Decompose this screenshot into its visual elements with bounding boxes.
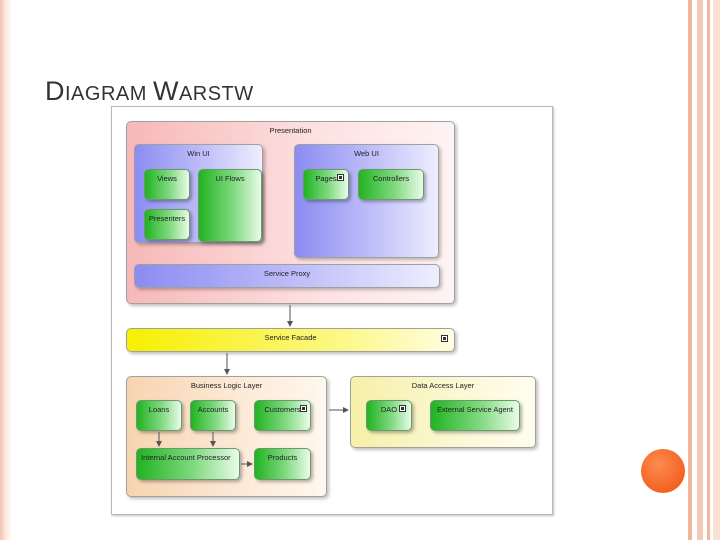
pages-component: Pages: [303, 169, 349, 200]
shortcut-icon: [441, 335, 448, 342]
loans-component: Loans: [136, 400, 182, 431]
shortcut-icon: [337, 174, 344, 181]
slide-right-stripe: [713, 0, 720, 540]
dao-component: DAO: [366, 400, 412, 431]
accounts-label: Accounts: [197, 405, 229, 414]
service-proxy-label: Service Proxy: [263, 269, 311, 278]
service-facade: Service Facade: [126, 328, 455, 352]
data-access-layer-label: Data Access Layer: [411, 381, 475, 390]
slide-left-border: [0, 0, 12, 540]
ui-flows-component: UI Flows: [198, 169, 262, 242]
presentation-label: Presentation: [269, 126, 312, 135]
title-text: IAGRAM: [65, 83, 153, 105]
controllers-component: Controllers: [358, 169, 424, 200]
pages-label: Pages: [315, 174, 337, 183]
internal-account-processor-label: Internal Account Processor: [141, 453, 231, 462]
decorative-circle: [641, 449, 685, 493]
products-label: Products: [267, 453, 298, 462]
controllers-label: Controllers: [372, 174, 410, 183]
title-text: W: [152, 76, 179, 106]
business-logic-layer-label: Business Logic Layer: [190, 381, 263, 390]
slide-right-stripe: [707, 0, 710, 540]
loans-label: Loans: [148, 405, 170, 414]
ui-flows-label: UI Flows: [215, 174, 245, 183]
views-component: Views: [144, 169, 190, 200]
dao-label: DAO: [380, 405, 398, 414]
service-facade-label: Service Facade: [264, 333, 317, 342]
shortcut-icon: [300, 405, 307, 412]
internal-account-processor-component: Internal Account Processor: [136, 448, 240, 480]
slide-right-stripe: [697, 0, 703, 540]
slide-title: DIAGRAM WARSTW: [45, 76, 254, 107]
title-text: D: [45, 76, 65, 106]
presenters-component: Presenters: [144, 209, 190, 240]
title-text: ARSTW: [178, 83, 254, 105]
web-ui-label: Web UI: [354, 149, 379, 158]
service-proxy: Service Proxy: [134, 264, 440, 288]
external-service-agent-label: External Service Agent: [437, 405, 513, 414]
customers-label: Customers: [264, 405, 301, 414]
shortcut-icon: [399, 405, 406, 412]
slide-right-stripe: [688, 0, 692, 540]
web-ui-group: Web UI: [294, 144, 439, 258]
external-service-agent-component: External Service Agent: [430, 400, 520, 431]
products-component: Products: [254, 448, 311, 480]
accounts-component: Accounts: [190, 400, 236, 431]
customers-component: Customers: [254, 400, 311, 431]
presenters-label: Presenters: [148, 214, 186, 223]
views-label: Views: [157, 174, 177, 183]
win-ui-label: Win UI: [187, 149, 210, 158]
architecture-diagram: Presentation Win UI Views UI Flows Prese…: [111, 106, 553, 515]
